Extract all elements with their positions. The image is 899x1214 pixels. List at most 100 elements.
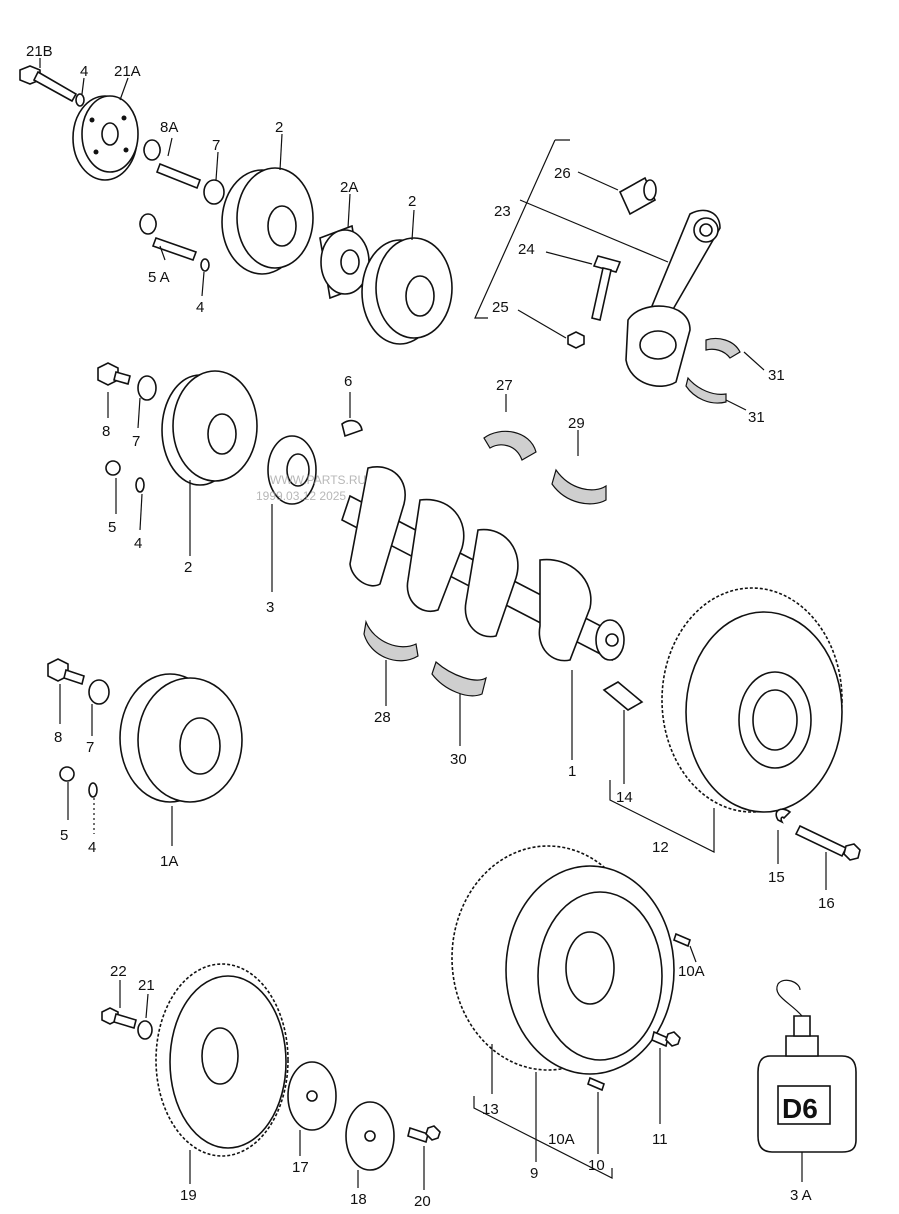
label-7: 7 (212, 137, 220, 154)
bracket-12 (609, 780, 715, 853)
label-31: 31 (748, 409, 765, 426)
washer-4-low (135, 477, 145, 493)
label-10a: 10A (678, 963, 705, 980)
bearing-shell-31-b (685, 376, 727, 404)
label-21a: 21A (114, 63, 141, 80)
label-14: 14 (616, 789, 633, 806)
washer-7-top (203, 179, 225, 205)
label-6: 6 (344, 373, 352, 390)
pulley-1a (119, 673, 243, 803)
bearing-shell-29 (551, 468, 607, 505)
label-9: 9 (530, 1165, 538, 1182)
label-5a: 5 A (148, 269, 170, 286)
bracket-9 (473, 1096, 613, 1179)
label-29: 29 (568, 415, 585, 432)
nut-25 (567, 331, 585, 349)
label-21: 21 (138, 977, 155, 994)
pin-10 (587, 1076, 605, 1092)
label-15: 15 (768, 869, 785, 886)
label-22: 22 (110, 963, 127, 980)
label-12: 12 (652, 839, 669, 856)
label-8a: 8A (160, 119, 178, 136)
label-11: 11 (652, 1131, 668, 1148)
bolt-5a (139, 213, 198, 262)
bottle-label: D6 (782, 1093, 818, 1124)
rod-bolt-24 (591, 255, 622, 321)
label-3: 3 (266, 599, 274, 616)
plate-17 (287, 1061, 337, 1131)
watermark-line-1: WWW.PARTS.RU (270, 473, 366, 487)
connecting-rod-23 (625, 209, 721, 387)
oil-bottle-3a: D6 (757, 979, 857, 1153)
plate-18 (345, 1101, 395, 1171)
flywheel-19 (155, 963, 289, 1157)
hub-21a (72, 95, 139, 181)
bearing-shell-28 (363, 619, 419, 662)
label-25: 25 (492, 299, 509, 316)
label-5: 5 (108, 519, 116, 536)
bolt-8-low (47, 658, 85, 686)
label-1a: 1A (160, 853, 178, 870)
bearing-shell-27 (483, 430, 537, 461)
label-5: 5 (60, 827, 68, 844)
bracket-23 (474, 139, 570, 319)
pin-10a-a (673, 932, 691, 948)
bolt-5-mid (105, 460, 121, 476)
label-8: 8 (54, 729, 62, 746)
crankshaft-1 (341, 466, 625, 662)
label-17: 17 (292, 1159, 309, 1176)
label-2: 2 (408, 193, 416, 210)
label-4: 4 (80, 63, 88, 80)
pulley-2-top-a (221, 167, 314, 275)
label-31: 31 (768, 367, 785, 384)
label-23: 23 (494, 203, 511, 220)
label-18: 18 (350, 1191, 367, 1208)
label-21b: 21B (26, 43, 53, 60)
washer-21 (137, 1020, 153, 1040)
washer-4-top (75, 93, 85, 107)
label-8: 8 (102, 423, 110, 440)
label-28: 28 (374, 709, 391, 726)
key-6 (341, 419, 363, 438)
label-16: 16 (818, 895, 835, 912)
label-4: 4 (88, 839, 96, 856)
label-10a: 10A (548, 1131, 575, 1148)
bolt-8a (143, 139, 202, 190)
bolt-11 (651, 1030, 681, 1048)
label-1: 1 (568, 763, 576, 780)
washer-7-low (88, 679, 110, 705)
watermark-line-2: 1999.03.12 2025 (256, 489, 346, 503)
bolt-21b (19, 65, 78, 103)
label-26: 26 (554, 165, 571, 182)
washer-4-bottom (88, 782, 98, 798)
label-2a: 2A (340, 179, 358, 196)
pulley-2-top-b (361, 237, 453, 345)
flywheel-9 (451, 845, 675, 1075)
label-3a: 3 A (790, 1187, 812, 1204)
label-10: 10 (588, 1157, 605, 1174)
bearing-shell-30 (431, 660, 487, 697)
pin-14 (602, 681, 644, 711)
ring-15 (775, 808, 792, 824)
label-4: 4 (196, 299, 204, 316)
label-19: 19 (180, 1187, 197, 1204)
spacer-2a (319, 224, 370, 300)
label-2: 2 (184, 559, 192, 576)
label-2: 2 (275, 119, 283, 136)
bolt-5-low (59, 766, 75, 782)
bolt-20 (407, 1125, 441, 1144)
bolt-16 (794, 824, 861, 861)
leader-lines (39, 58, 827, 1190)
label-27: 27 (496, 377, 513, 394)
pulley-2-mid (161, 370, 258, 486)
flex-plate-12 (661, 587, 843, 813)
label-24: 24 (518, 241, 535, 258)
washer-4-mid (200, 258, 210, 272)
label-7: 7 (86, 739, 94, 756)
bushing-26 (618, 176, 657, 216)
label-13: 13 (482, 1101, 499, 1118)
label-7: 7 (132, 433, 140, 450)
bolt-22 (101, 1007, 137, 1030)
